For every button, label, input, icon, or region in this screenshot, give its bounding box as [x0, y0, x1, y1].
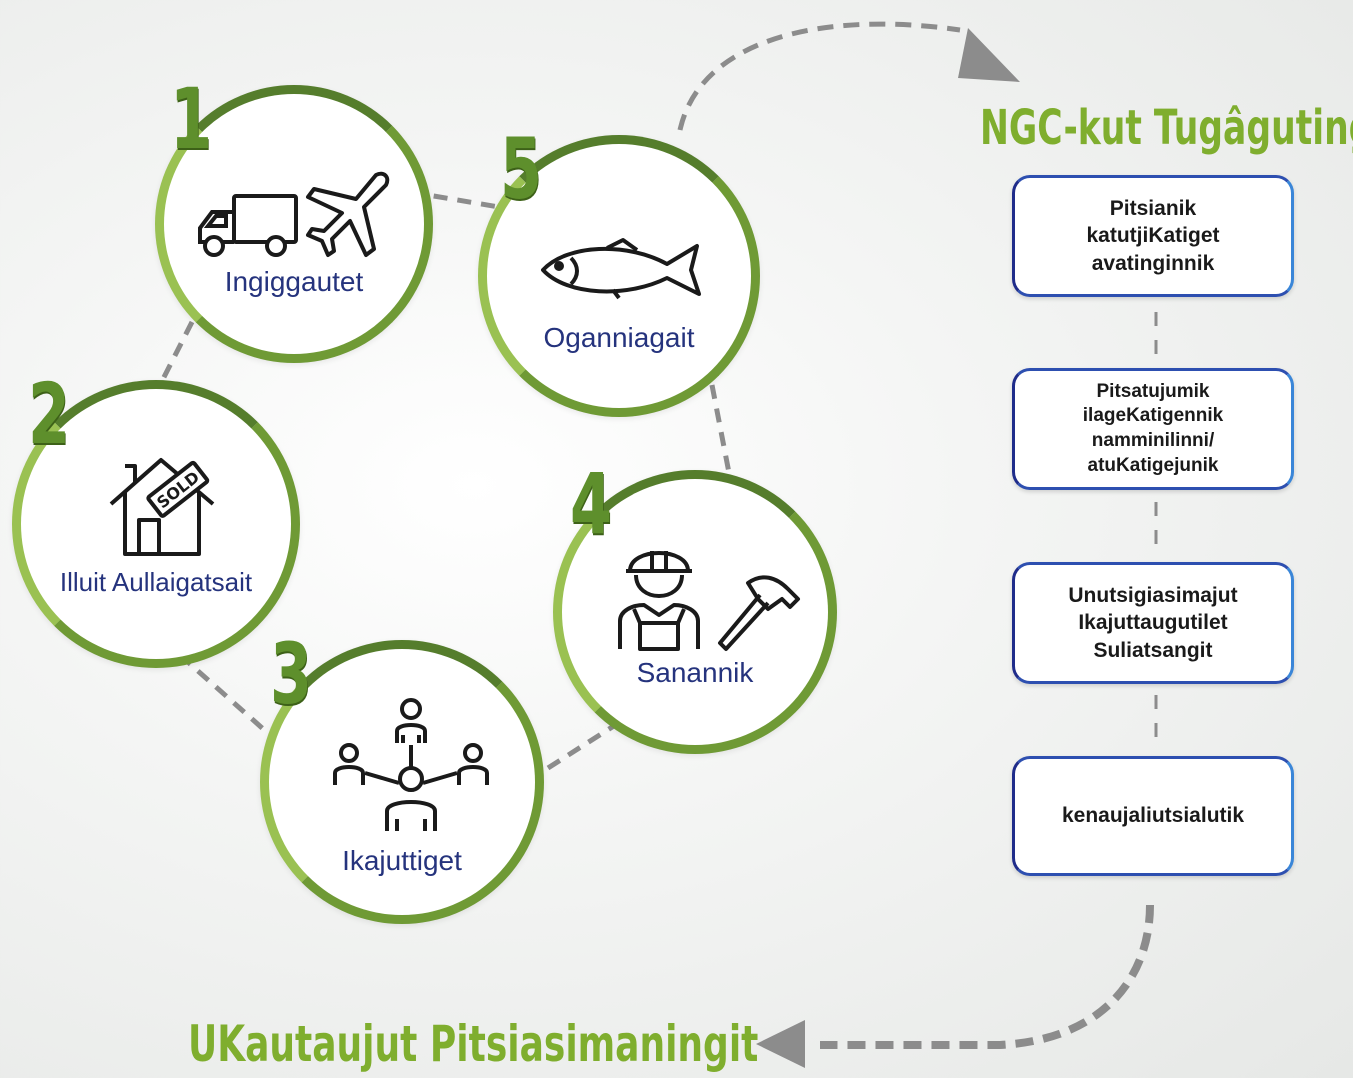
connector-1-2	[157, 320, 195, 387]
step-3-number: 3	[270, 625, 313, 723]
bottom-curved-connector	[820, 904, 1154, 1049]
benefit-box-1-text: Pitsianik katutjiKatiget avatinginnik	[1086, 197, 1220, 275]
step-4-number: 4	[570, 455, 613, 553]
right-heading: NGC-kut Tugâgutingit	[980, 100, 1353, 156]
top-arrowhead	[958, 28, 1020, 82]
people-network-icon	[333, 698, 489, 831]
step-2-number: 2	[28, 365, 71, 463]
benefit-box-3-text: Unutsigiasimajut Ikajuttaugutilet Suliat…	[1068, 584, 1238, 662]
benefit-box-2: Pitsatujumik ilageKatigennik namminilinn…	[1012, 368, 1294, 490]
step-5-label: Oganniagait	[543, 322, 695, 353]
step-3-circle: Ikajuttiget	[260, 640, 544, 924]
connector-5-4	[709, 384, 733, 479]
sold-house-icon: SOLD	[109, 458, 215, 556]
fish-icon	[541, 238, 701, 300]
step-4-label: Sanannik	[636, 657, 754, 688]
step-1-number: 1	[170, 70, 213, 168]
top-curved-connector	[677, 21, 961, 131]
step-5-circle: Oganniagait	[478, 135, 760, 417]
benefit-box-2-text: Pitsatujumik ilageKatigennik namminilinn…	[1082, 380, 1224, 476]
step-5-number: 5	[500, 120, 543, 218]
benefit-box-1: Pitsianik katutjiKatiget avatinginnik	[1012, 175, 1294, 297]
step-1-label: Ingiggautet	[224, 266, 364, 297]
connector-1-5	[409, 189, 506, 211]
step-2-label: Illuit Aullaigatsait	[59, 567, 253, 597]
benefit-box-4: kenaujaliutsialutik	[1012, 756, 1294, 876]
step-2-circle: SOLD Illuit Aullaigatsait	[12, 380, 300, 668]
benefit-box-4-text: kenaujaliutsialutik	[1061, 804, 1245, 828]
benefit-box-3: Unutsigiasimajut Ikajuttaugutilet Suliat…	[1012, 562, 1294, 684]
construction-worker-icon	[618, 551, 700, 651]
step-3-label: Ikajuttiget	[342, 845, 462, 876]
hammer-icon	[718, 575, 800, 651]
airplane-icon	[306, 171, 390, 257]
truck-icon	[198, 194, 298, 257]
connector-3-4	[546, 719, 622, 771]
bottom-arrowhead	[756, 1020, 805, 1068]
step-4-circle: Sanannik	[553, 470, 837, 754]
bottom-heading: UKautaujut Pitsiasimaningit	[188, 1015, 759, 1073]
connector-2-3	[178, 653, 272, 737]
step-1-circle: Ingiggautet	[155, 85, 433, 363]
